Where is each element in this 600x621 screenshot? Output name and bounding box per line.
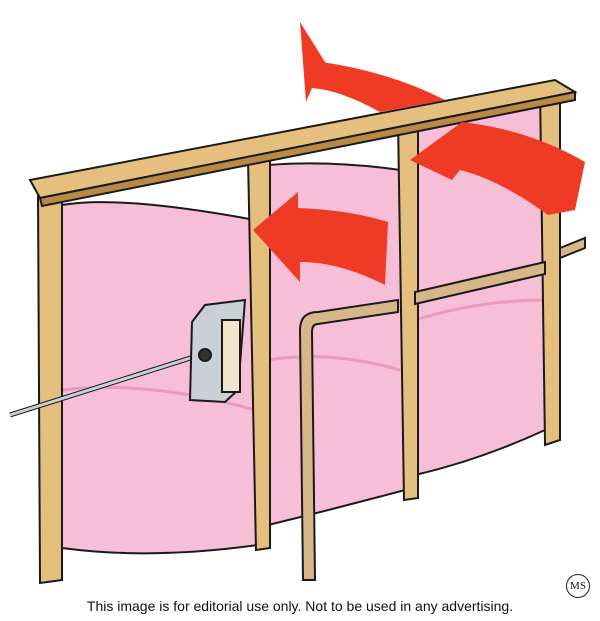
editorial-caption: This image is for editorial use only. No… [86, 598, 514, 614]
top-plate [28, 78, 578, 208]
outlet-box [188, 298, 247, 404]
ms-logo: MS [566, 574, 590, 598]
wood-studs [36, 83, 561, 585]
air-flow-arrows [253, 22, 585, 285]
wall-insulation-illustration [9, 22, 586, 585]
copper-pipe [298, 236, 586, 581]
